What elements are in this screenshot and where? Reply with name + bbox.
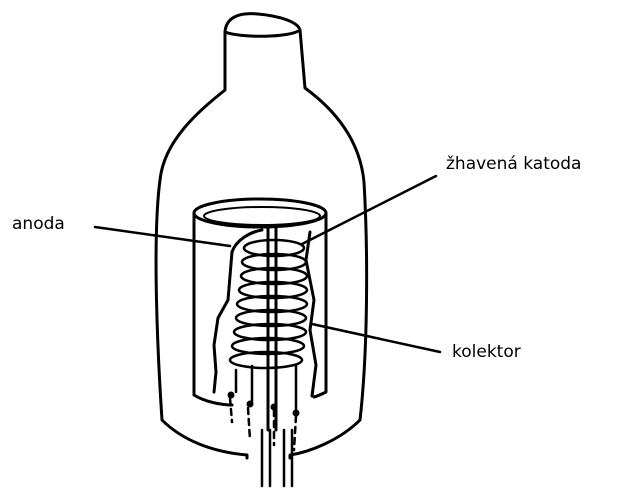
lead-wires xyxy=(236,366,296,486)
collector-wire xyxy=(268,228,276,430)
kolektor-leader-line xyxy=(312,324,440,352)
anoda-leader-line xyxy=(95,227,230,246)
glass-envelope xyxy=(156,30,367,458)
label-heated-cathode: žhavená katoda xyxy=(446,154,581,174)
lead-junctions xyxy=(228,392,300,417)
label-collector: kolektor xyxy=(452,342,521,362)
label-anoda: anoda xyxy=(12,214,65,234)
envelope-neck xyxy=(225,14,300,37)
katoda-leader-line xyxy=(302,176,436,244)
